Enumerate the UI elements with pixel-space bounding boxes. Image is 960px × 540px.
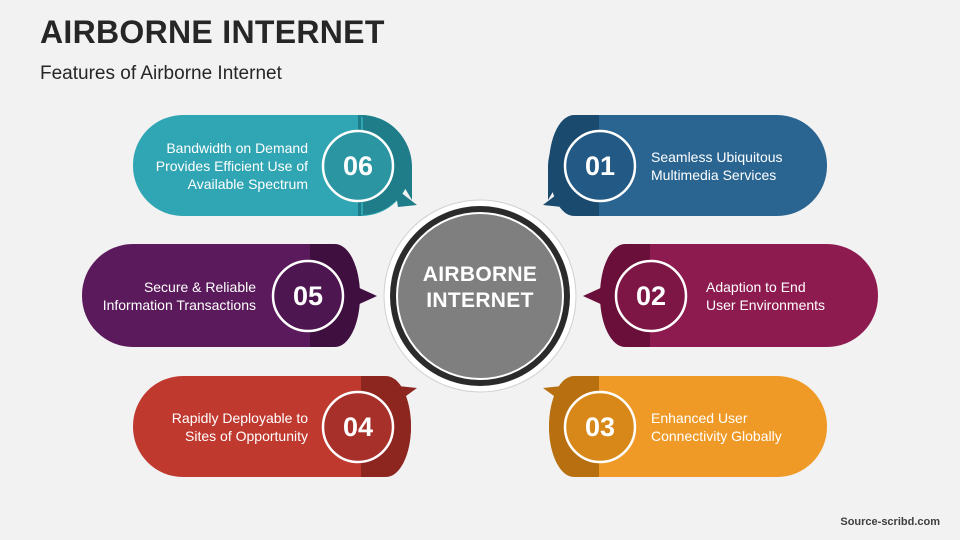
feature-05-pill [82, 244, 377, 347]
feature-01-line1: Seamless Ubiquitous [651, 148, 783, 165]
feature-02-line2: User Environments [706, 296, 826, 313]
center-label-line1: AIRBORNE [422, 263, 538, 286]
feature-06-number: 06 [342, 151, 374, 181]
feature-06-text: Bandwidth on Demand Provides Efficient U… [140, 115, 308, 216]
feature-03-text: Enhanced User Connectivity Globally [651, 376, 821, 477]
feature-02-number: 02 [635, 281, 667, 311]
center-hub [383, 199, 577, 393]
page-title: AIRBORNE INTERNET [40, 14, 385, 50]
feature-03-pill [543, 376, 827, 477]
feature-06-line2: Provides Efficient Use of [155, 157, 308, 174]
feature-06-line1: Bandwidth on Demand [166, 139, 308, 156]
source-credit: Source-scribd.com [840, 516, 940, 528]
feature-04-line2: Sites of Opportunity [185, 427, 308, 444]
feature-04-pill [133, 376, 417, 477]
feature-05-line2: Information Transactions [102, 296, 256, 313]
page-subtitle: Features of Airborne Internet [40, 63, 282, 84]
feature-03-number: 03 [584, 412, 616, 442]
feature-05-line1: Secure & Reliable [143, 278, 256, 295]
feature-06-line3: Available Spectrum [187, 175, 308, 192]
feature-02-pill [583, 244, 878, 347]
feature-05-number: 05 [292, 281, 324, 311]
feature-02-line1: Adaption to End [706, 278, 806, 295]
feature-06-pill [133, 115, 417, 216]
center-label: AIRBORNE INTERNET [398, 262, 562, 314]
feature-04-line1: Rapidly Deployable to [171, 409, 308, 426]
center-label-line2: INTERNET [426, 289, 534, 312]
feature-04-number: 04 [342, 412, 374, 442]
feature-01-text: Seamless Ubiquitous Multimedia Services [651, 115, 821, 216]
feature-01-pill [543, 115, 827, 216]
feature-01-line2: Multimedia Services [651, 166, 777, 183]
feature-05-text: Secure & Reliable Information Transactio… [86, 244, 256, 347]
feature-03-line2: Connectivity Globally [651, 427, 782, 444]
feature-03-line1: Enhanced User [651, 409, 748, 426]
feature-01-number: 01 [584, 151, 616, 181]
feature-04-text: Rapidly Deployable to Sites of Opportuni… [140, 376, 308, 477]
feature-02-text: Adaption to End User Environments [706, 244, 876, 347]
